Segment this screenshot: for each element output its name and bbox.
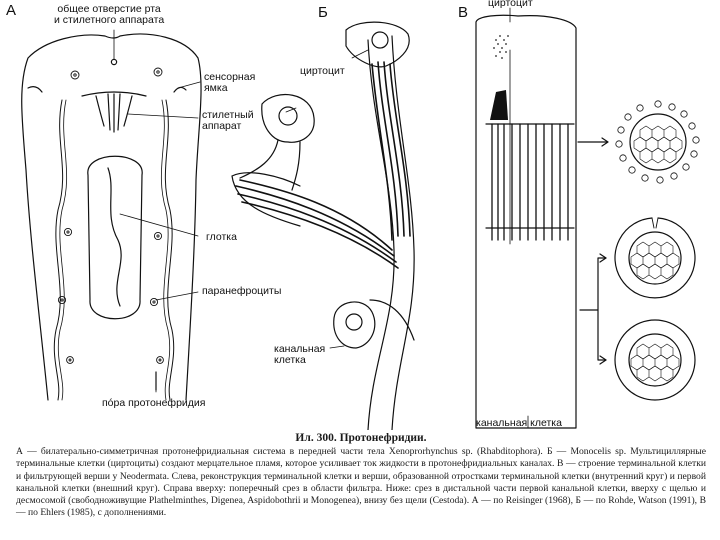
- filter-rods: [491, 123, 569, 241]
- panel-a-leaders: [113, 29, 201, 393]
- sensory-pit-right: [173, 86, 187, 93]
- protonephridial-canal-left: [53, 99, 64, 401]
- pharynx: [87, 155, 143, 320]
- label-cyrtocyte-b: циртоцит: [300, 65, 345, 77]
- side-branch-outline: [231, 172, 301, 227]
- cyrtocyte-middle-nucleus: [278, 106, 298, 126]
- canal-cell-b-body: [333, 301, 376, 349]
- label-canal-cell-b: канальная клетка: [274, 343, 326, 366]
- panel-letter-a: А: [6, 2, 17, 19]
- label-cyrtocyte-c: циртоцит: [488, 0, 533, 9]
- canal-cell-b-nucleus: [345, 313, 363, 331]
- filter-rod-ring: [615, 100, 700, 184]
- panel-c-leaders: [509, 7, 529, 429]
- noslit-hex-grid: [630, 343, 680, 382]
- worm-body-outline: [21, 33, 202, 401]
- panel-c-drawing: [475, 7, 609, 429]
- panel-letter-b: Б: [318, 4, 328, 21]
- protonephridia-illustration: [21, 7, 700, 430]
- panel-a-drawing: [21, 29, 202, 401]
- cross-section-no-slit: [614, 319, 696, 401]
- label-stylet-apparatus: стилетный аппарат: [202, 109, 254, 132]
- terminal-cell-nucleus: [493, 35, 509, 59]
- flame-bundle-top: [371, 61, 411, 241]
- label-pore: пóра протонефридия: [102, 397, 206, 409]
- label-paranephrocytes: паранефроциты: [202, 285, 282, 297]
- filter-hex-grid: [633, 125, 683, 164]
- sensory-pit-left: [27, 86, 43, 93]
- arrow-mid-head: [599, 253, 607, 263]
- label-mouth: общее отверстие рта и стилетного аппарат…: [54, 3, 165, 26]
- protonephridial-canal-left-inner: [57, 99, 68, 401]
- canal-b: [367, 39, 395, 430]
- flame-bundle-side: [235, 179, 399, 269]
- caption-title: Ил. 300. Протонефридии.: [295, 432, 427, 444]
- pharynx-lumen: [107, 167, 122, 307]
- panel-b-drawing: [231, 21, 415, 430]
- caption-body: А — билатерально-симметричная протонефри…: [16, 446, 706, 519]
- protonephridial-canal-right-inner: [160, 99, 171, 401]
- terminal-cell-outline: [475, 14, 577, 429]
- label-sensory-pit: сенсорная ямка: [204, 71, 256, 94]
- stylet-apparatus: [81, 91, 147, 133]
- arrow-bot-head: [599, 355, 607, 365]
- label-canal-cell-c: канальная клетка: [476, 417, 562, 429]
- canal-b-right-wall: [391, 35, 415, 430]
- cyrtocyte-middle-body: [261, 93, 315, 143]
- arrow-top: [577, 137, 609, 147]
- panel-letter-c: В: [458, 4, 469, 21]
- slit-hex-grid: [630, 241, 680, 280]
- flame-cilia: [490, 90, 508, 120]
- cyrtocyte-middle-stalk: [239, 139, 301, 191]
- cyrtocyte-top-nucleus: [371, 31, 389, 49]
- cyrtocyte-top-body: [345, 21, 410, 68]
- mouth-opening: [110, 58, 118, 66]
- panel-b-leaders: [285, 49, 369, 349]
- protonephridial-canal-right: [164, 99, 175, 401]
- label-pharynx: глотка: [206, 231, 237, 243]
- paranephrocytes-cells: [57, 67, 164, 364]
- canal-branch-lower: [369, 299, 415, 341]
- cross-section-filter: [615, 100, 700, 184]
- arrow-bracket: [579, 257, 607, 361]
- cross-section-with-slit: [614, 217, 696, 299]
- figure-caption: Ил. 300. Протонефридии. А — билатерально…: [16, 432, 706, 519]
